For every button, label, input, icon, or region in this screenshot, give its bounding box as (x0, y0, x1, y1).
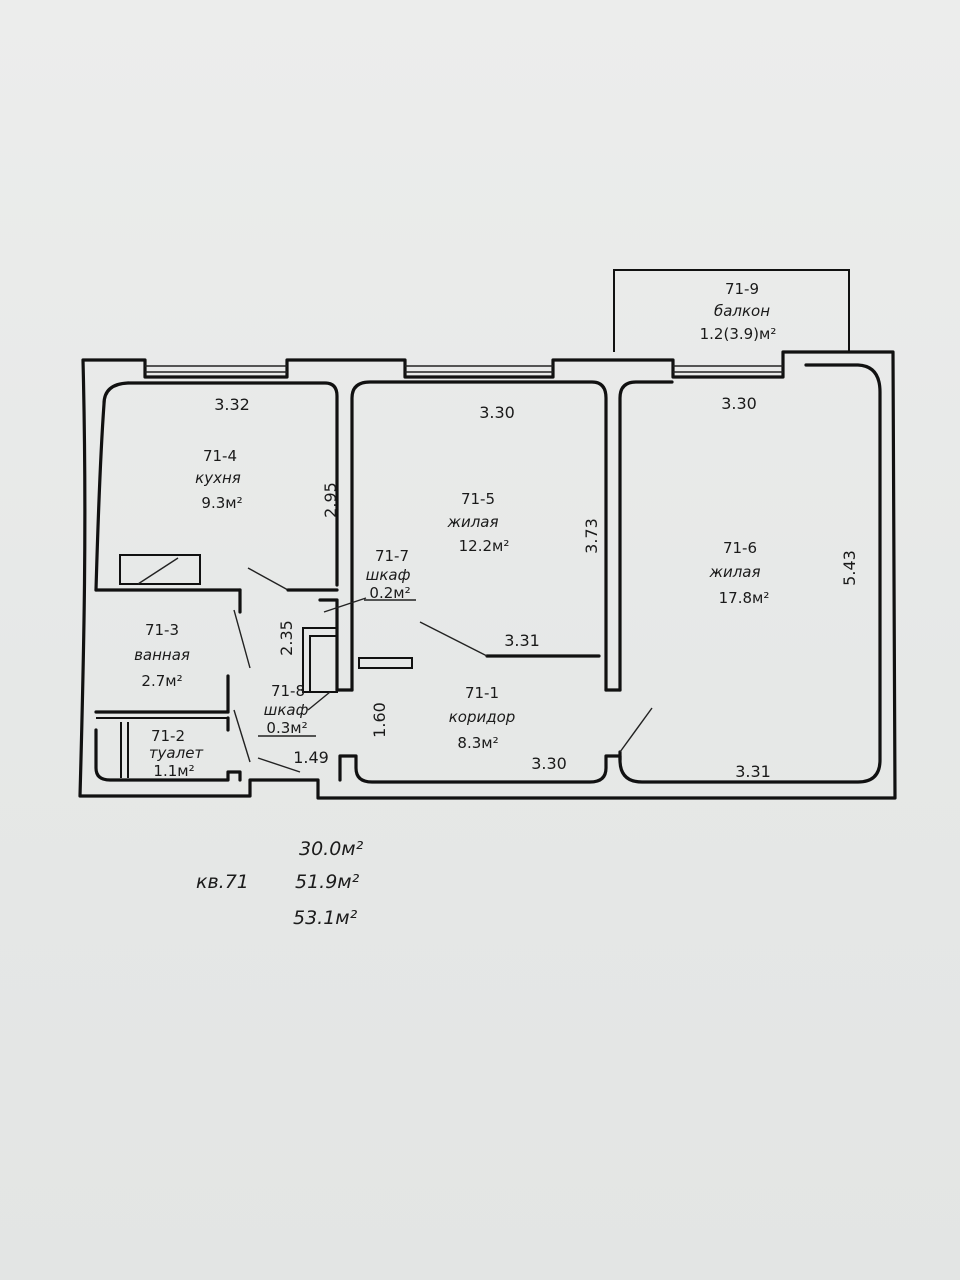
room-label-71-6: 71-6 жилая 17.8м² (708, 539, 769, 607)
room-area: 1.2(3.9)м² (700, 325, 777, 343)
room-name: туалет (149, 744, 205, 762)
room-area: 9.3м² (201, 494, 242, 512)
dim-room6-side: 5.43 (840, 550, 859, 586)
dim-room5-bottom: 3.31 (504, 631, 540, 650)
room-area: 1.1м² (153, 762, 194, 780)
dim-room5-top: 3.30 (479, 403, 515, 422)
room-id: 71-4 (203, 447, 237, 465)
total-area: 51.9м² (295, 871, 360, 893)
room-area: 0.3м² (266, 719, 307, 737)
room-area: 12.2м² (459, 537, 510, 555)
dim-kitchen-top: 3.32 (214, 395, 250, 414)
room-label-71-3: 71-3 ванная 2.7м² (134, 621, 190, 690)
dim-room5-side: 3.73 (582, 518, 601, 554)
room-label-71-8: 71-8 шкаф 0.3м² (258, 682, 316, 737)
area-totals: 30.0м² кв.71 51.9м² 53.1м² (196, 838, 364, 929)
dim-corridor-bottom: 3.30 (531, 754, 567, 773)
room6-outline (618, 363, 882, 784)
dim-corridor-side: 1.60 (370, 702, 389, 738)
room-id: 71-8 (271, 682, 305, 700)
kitchen-outline (94, 381, 339, 614)
dimension-labels: 3.32 2.95 3.30 3.73 3.30 5.43 3.31 2.35 … (214, 394, 859, 781)
room-id: 71-1 (465, 684, 499, 702)
room-label-71-1: 71-1 коридор 8.3м² (449, 684, 516, 752)
dim-entry: 1.49 (293, 748, 329, 767)
room-name: жилая (708, 563, 760, 581)
room5-outline (318, 380, 622, 692)
room-id: 71-6 (723, 539, 757, 557)
room-area: 0.2м² (369, 584, 410, 602)
room-name: коридор (449, 708, 516, 726)
outer-wall-outline (78, 350, 897, 800)
room-id: 71-7 (375, 547, 409, 565)
room-name: шкаф (366, 566, 411, 584)
room-id: 71-2 (151, 727, 185, 745)
room-label-71-5: 71-5 жилая 12.2м² (446, 490, 509, 555)
dim-room6-bottom: 3.31 (735, 762, 771, 781)
room-label-71-4: 71-4 кухня 9.3м² (195, 447, 242, 512)
window-strips (145, 365, 783, 373)
closet-outlines (302, 597, 367, 711)
room-name: кухня (195, 469, 241, 487)
dim-room6-top: 3.30 (721, 394, 757, 413)
room-id: 71-5 (461, 490, 495, 508)
dim-kitchen-side: 2.95 (321, 482, 340, 518)
balcony-outline (613, 269, 850, 352)
room-area: 2.7м² (141, 672, 182, 690)
corridor-outline (338, 754, 622, 784)
room-area: 17.8м² (719, 589, 770, 607)
room-name: балкон (714, 302, 770, 320)
apartment-number: кв.71 (196, 871, 249, 893)
room-label-71-2: 71-2 туалет 1.1м² (149, 727, 205, 780)
bath-toilet-outline (94, 609, 301, 782)
room-label-71-9: 71-9 балкон 1.2(3.9)м² (700, 280, 777, 343)
dim-bath-side: 2.35 (277, 620, 296, 656)
room-id: 71-9 (725, 280, 759, 298)
room-label-71-7: 71-7 шкаф 0.2м² (364, 547, 416, 602)
room-id: 71-3 (145, 621, 179, 639)
room-name: жилая (446, 513, 498, 531)
living-area-total: 30.0м² (299, 838, 364, 860)
total-area-with-balcony: 53.1м² (293, 907, 358, 929)
room-name: шкаф (264, 701, 309, 719)
room-area: 8.3м² (457, 734, 498, 752)
room-name: ванная (134, 646, 190, 664)
